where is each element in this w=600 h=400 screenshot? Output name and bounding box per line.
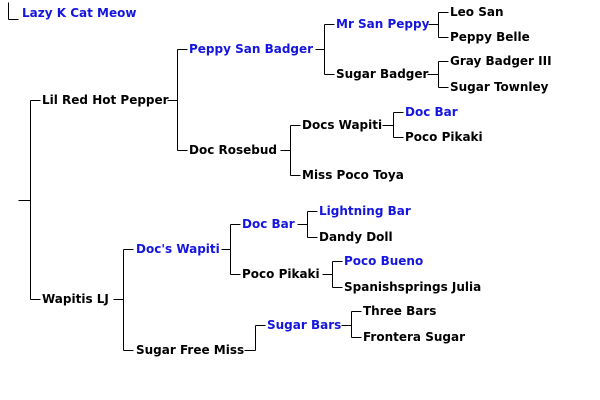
gen3-name-6: Poco Pikaki xyxy=(242,267,320,281)
gen3-name-5[interactable]: Doc Bar xyxy=(242,217,295,231)
dam-name: Wapitis LJ xyxy=(42,292,109,306)
gen3-name-7[interactable]: Sugar Bars xyxy=(267,318,342,332)
gen4-name-6: Poco Pikaki xyxy=(405,130,483,144)
gen3-name-1[interactable]: Mr San Peppy xyxy=(336,17,430,31)
gen4-name-3: Gray Badger III xyxy=(450,54,552,68)
gen4-name-5[interactable]: Doc Bar xyxy=(405,105,458,119)
gen4-name-11: Three Bars xyxy=(363,304,437,318)
subject-horse-name[interactable]: Lazy K Cat Meow xyxy=(22,6,137,20)
gen4-name-12: Frontera Sugar xyxy=(363,330,465,344)
gen3-name-3: Docs Wapiti xyxy=(302,118,383,132)
gen4-name-8: Dandy Doll xyxy=(319,230,393,244)
dams-sire-name[interactable]: Doc's Wapiti xyxy=(136,242,220,256)
gen4-name-4: Sugar Townley xyxy=(450,80,549,94)
sires-dam-name: Doc Rosebud xyxy=(189,143,277,157)
gen4-name-9[interactable]: Poco Bueno xyxy=(344,254,424,268)
gen3-name-4: Miss Poco Toya xyxy=(302,168,404,182)
sires-sire-name[interactable]: Peppy San Badger xyxy=(189,42,314,56)
gen4-name-2: Peppy Belle xyxy=(450,30,530,44)
gen3-name-2: Sugar Badger xyxy=(336,67,429,81)
dams-dam-name: Sugar Free Miss xyxy=(136,343,245,357)
gen4-name-7[interactable]: Lightning Bar xyxy=(319,204,411,218)
gen4-name-1: Leo San xyxy=(450,5,504,19)
gen4-name-10: Spanishsprings Julia xyxy=(344,280,482,294)
sire-name: Lil Red Hot Pepper xyxy=(42,93,169,107)
